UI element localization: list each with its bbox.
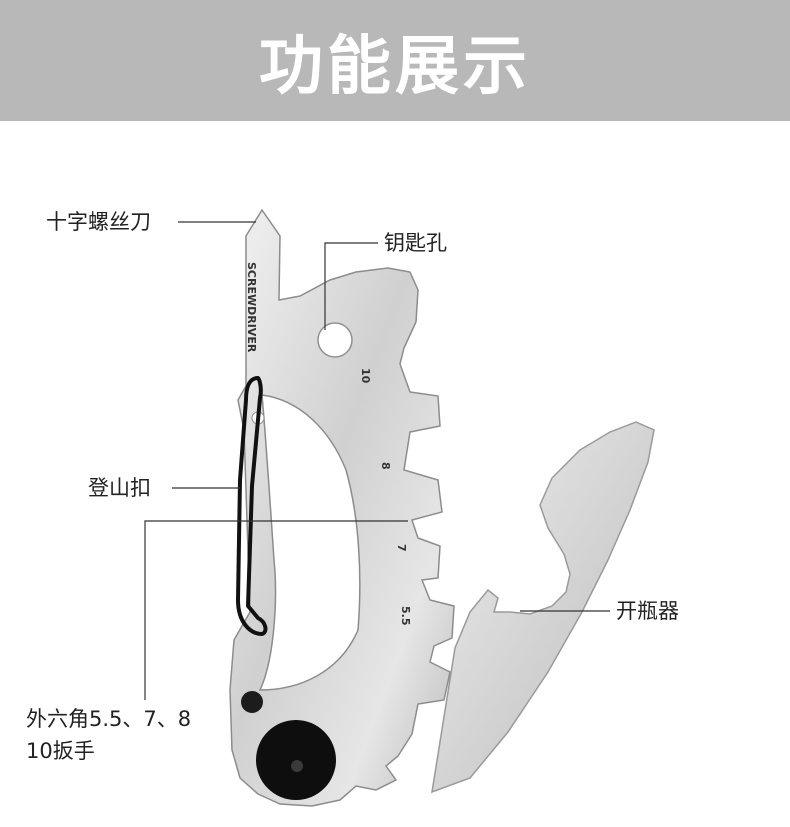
key-hole: [317, 322, 353, 358]
leader-key-hole: [324, 242, 378, 330]
callout-screwdriver: 十字螺丝刀: [46, 210, 151, 234]
size-label-7: 7: [395, 544, 408, 552]
multitool-illustration: SCREWDRIVER 10 8 7 5.5: [144, 208, 655, 807]
engraving-text: SCREWDRIVER: [245, 262, 258, 353]
pivot-screw: [241, 691, 263, 713]
callout-hex-wrench-line1: 外六角5.5、7、8: [26, 707, 192, 731]
callout-lines: [144, 221, 610, 700]
callout-hex-wrench-line2: 10扳手: [26, 739, 95, 763]
leader-hex-wrench: [144, 520, 408, 700]
callout-carabiner: 登山扣: [88, 476, 151, 500]
size-label-5-5: 5.5: [399, 606, 412, 626]
size-label-8: 8: [379, 462, 392, 470]
rivet: [256, 720, 336, 800]
banner-title: 功能展示: [259, 29, 531, 104]
multitool-body: [229, 208, 455, 807]
callout-bottle-opener: 开瓶器: [616, 599, 679, 623]
title-banner: 功能展示: [0, 0, 790, 121]
bottle-opener-blade: [431, 421, 655, 794]
size-label-10: 10: [359, 368, 372, 384]
carabiner-wire: [236, 376, 268, 636]
rivet-center: [291, 760, 303, 772]
callout-key-hole: 钥匙孔: [384, 231, 447, 255]
